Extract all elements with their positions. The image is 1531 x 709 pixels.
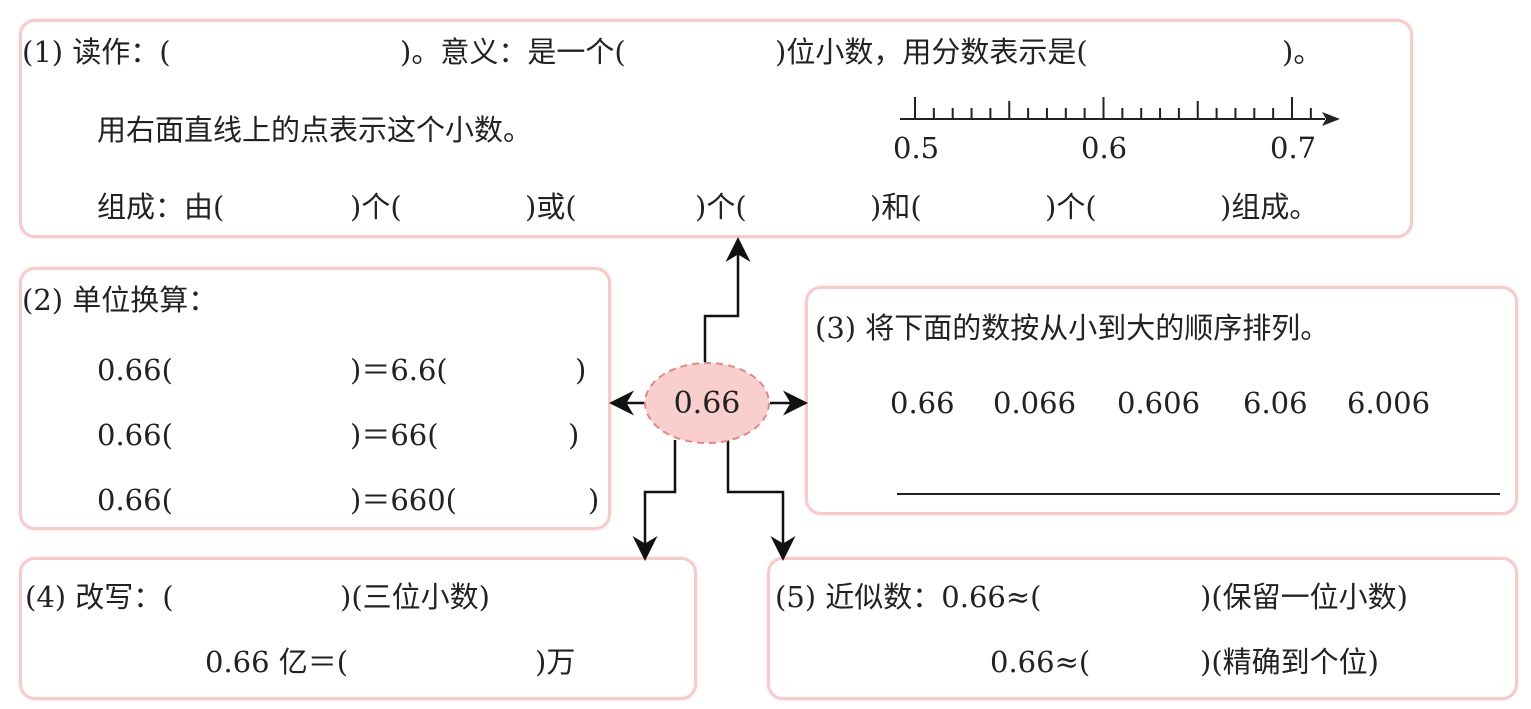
approx-label: (5) 近似数：0.66≈( bbox=[775, 580, 1042, 614]
rewrite-yi: 0.66 亿＝( bbox=[205, 645, 349, 679]
fraction-label: )位小数，用分数表示是( bbox=[775, 35, 1088, 69]
number-4: 6.06 bbox=[1243, 386, 1308, 420]
conversion-row-3a: 0.66( bbox=[97, 483, 173, 517]
conversion-row-3b: )＝660( bbox=[350, 483, 457, 517]
rewrite-wan: )万 bbox=[535, 645, 576, 679]
composition-7: )组成。 bbox=[1220, 190, 1319, 224]
conversion-row-1c: ) bbox=[575, 353, 587, 387]
box-reading bbox=[19, 19, 1413, 238]
number-line bbox=[900, 97, 1340, 126]
number-3: 0.606 bbox=[1117, 386, 1201, 420]
numberline-label-0.5: 0.5 bbox=[893, 131, 940, 165]
meaning-label: )。意义：是一个( bbox=[400, 35, 626, 69]
composition-2: )个( bbox=[350, 190, 402, 224]
number-5: 6.006 bbox=[1347, 386, 1431, 420]
composition-6: )个( bbox=[1045, 190, 1097, 224]
arrow-down-right bbox=[726, 440, 796, 561]
number-1: 0.66 bbox=[890, 386, 955, 420]
approx-note-1: )(保留一位小数) bbox=[1200, 580, 1408, 614]
numberline-label-0.6: 0.6 bbox=[1081, 131, 1128, 165]
conversion-row-1a: 0.66( bbox=[97, 353, 173, 387]
conversion-title: (2) 单位换算： bbox=[22, 283, 218, 317]
conversion-row-3c: ) bbox=[588, 483, 600, 517]
center-ellipse bbox=[644, 362, 770, 444]
arrow-up bbox=[703, 237, 751, 362]
rewrite-label: (4) 改写：( bbox=[25, 580, 174, 614]
numberline-arrowhead bbox=[1322, 112, 1340, 126]
numberline-label-0.7: 0.7 bbox=[1270, 131, 1317, 165]
approx-line2: 0.66≈( bbox=[990, 645, 1091, 679]
numberline-instruction: 用右面直线上的点表示这个小数。 bbox=[97, 113, 533, 147]
composition-5: )和( bbox=[870, 190, 922, 224]
conversion-row-2a: 0.66( bbox=[97, 418, 173, 452]
conversion-row-2c: ) bbox=[568, 418, 580, 452]
composition-4: )个( bbox=[695, 190, 747, 224]
reading-label: (1) 读作：( bbox=[22, 35, 171, 69]
rewrite-note: )(三位小数) bbox=[340, 580, 490, 614]
approx-note-2: )(精确到个位) bbox=[1200, 645, 1379, 679]
box-approximation bbox=[767, 557, 1518, 700]
composition-1: 组成：由( bbox=[97, 190, 225, 224]
composition-3: )或( bbox=[525, 190, 577, 224]
conversion-row-1b: )＝6.6( bbox=[350, 353, 448, 387]
number-2: 0.066 bbox=[993, 386, 1077, 420]
center-number: 0.66 bbox=[673, 385, 741, 421]
arrow-down-left bbox=[632, 440, 677, 561]
box-rewrite bbox=[19, 557, 697, 700]
ordering-title: (3) 将下面的数按从小到大的顺序排列。 bbox=[815, 311, 1330, 345]
conversion-row-2b: )＝66( bbox=[350, 418, 439, 452]
line-end: )。 bbox=[1282, 35, 1323, 69]
